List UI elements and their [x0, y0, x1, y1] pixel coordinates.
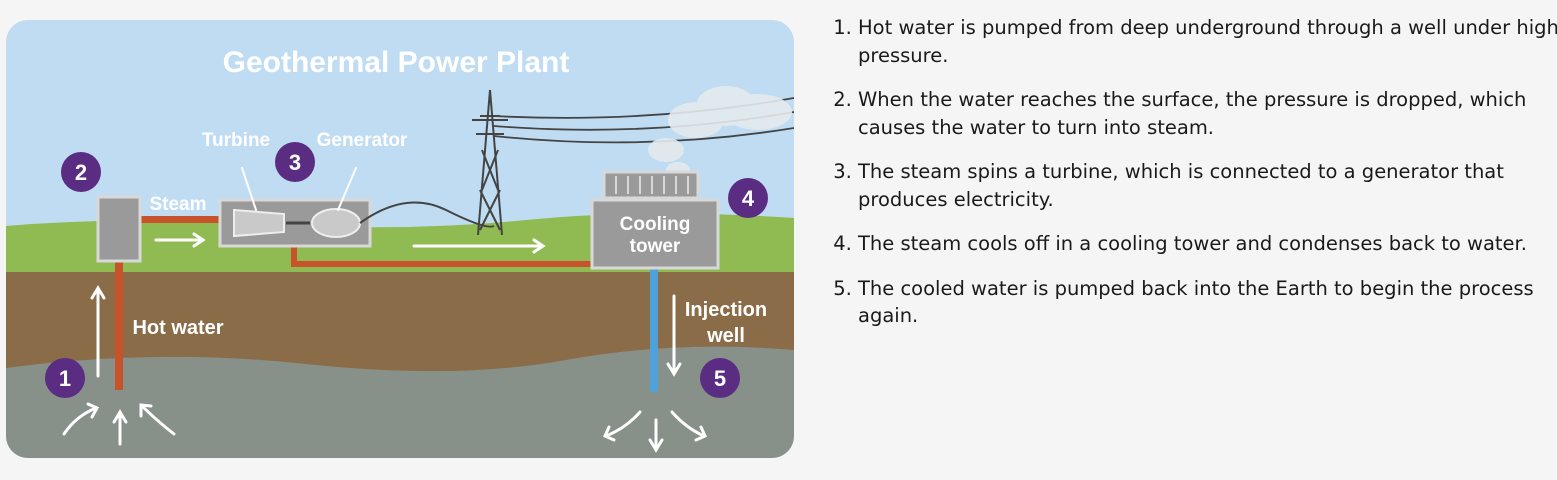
steam-label: Steam: [149, 194, 206, 215]
generator-cable: [359, 201, 495, 228]
step-item-2: When the water reaches the surface, the …: [858, 86, 1557, 141]
step-item-1: Hot water is pumped from deep undergroun…: [858, 14, 1557, 69]
turbine-generator-housing: [218, 198, 372, 248]
injection-pipe: [650, 268, 658, 392]
cooling-tower-label-line1: Cooling: [620, 214, 691, 235]
svg-text:3: 3: [289, 150, 301, 175]
step-marker-3: 3: [275, 142, 315, 182]
cooling-tower: [590, 170, 720, 270]
steam-pipe: [140, 216, 222, 223]
step-item-5: The cooled water is pumped back into the…: [858, 275, 1557, 330]
injection-well-label-line2: well: [706, 325, 745, 347]
transmission-tower: [472, 89, 508, 236]
generator-label: Generator: [317, 130, 408, 151]
turbine-label: Turbine: [202, 130, 270, 151]
steam-cloud: [648, 86, 792, 178]
separator-box: [96, 195, 142, 263]
hot-water-pipe: [115, 260, 123, 390]
diagram-title: Geothermal Power Plant: [223, 46, 570, 79]
svg-text:4: 4: [742, 186, 755, 211]
process-steps-list: Hot water is pumped from deep undergroun…: [820, 14, 1557, 347]
injection-well-label-line1: Injection: [685, 299, 767, 321]
step-item-3: The steam spins a turbine, which is conn…: [858, 158, 1557, 213]
step-item-4: The steam cools off in a cooling tower a…: [858, 230, 1557, 258]
step-marker-1: 1: [45, 358, 85, 398]
svg-text:5: 5: [714, 366, 726, 391]
step-marker-2: 2: [61, 152, 101, 192]
flow-arrows: [62, 167, 707, 453]
rock-layer: [6, 346, 794, 458]
svg-text:1: 1: [59, 366, 71, 391]
turbine-icon: [233, 208, 285, 238]
svg-text:2: 2: [75, 160, 87, 185]
step-marker-5: 5: [700, 358, 740, 398]
hot-water-label: Hot water: [132, 317, 223, 339]
return-pipe: [291, 242, 596, 267]
generator-icon: [311, 208, 361, 238]
cooling-tower-label-line2: tower: [630, 236, 681, 257]
geothermal-diagram: Geothermal Power Plant: [6, 20, 794, 458]
step-marker-4: 4: [728, 178, 768, 218]
